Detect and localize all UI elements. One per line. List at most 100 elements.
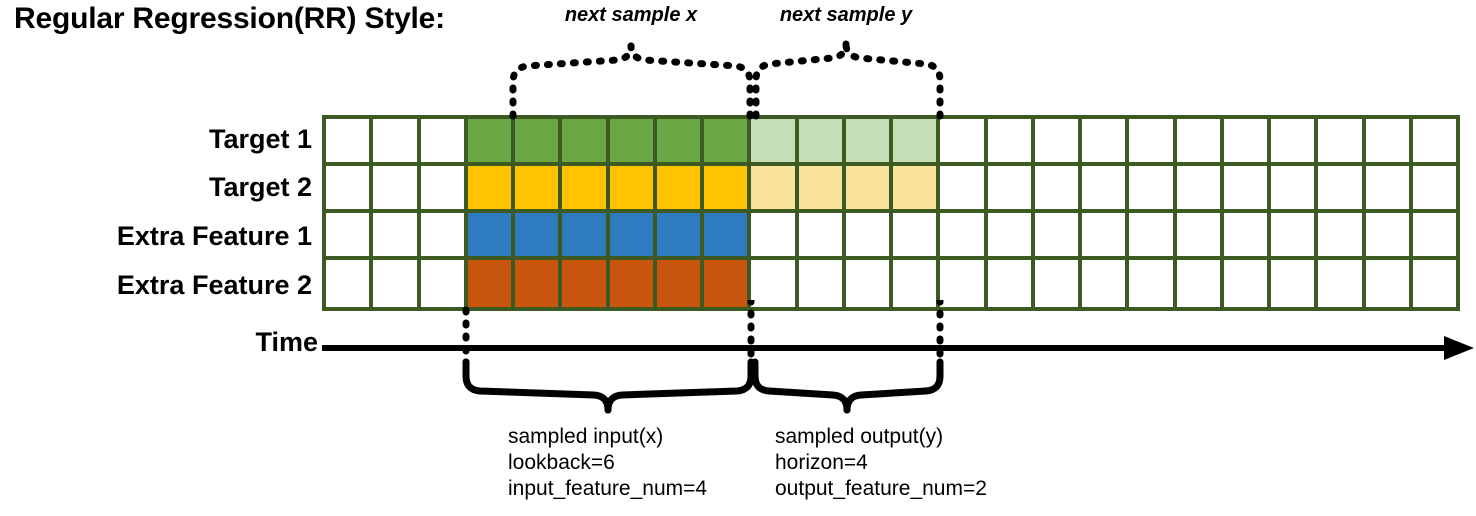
grid-cell — [467, 166, 515, 213]
grid-row — [326, 260, 1456, 307]
timeseries-grid — [322, 115, 1460, 311]
grid-cell — [940, 166, 988, 213]
grid-cell — [751, 213, 799, 260]
grid-cell — [1223, 119, 1271, 166]
grid-cell — [704, 213, 752, 260]
grid-cell — [515, 260, 563, 307]
grid-cell — [609, 260, 657, 307]
row-label-extra-feature-1: Extra Feature 1 — [116, 221, 312, 251]
next-sample-x-label: next sample x — [564, 4, 698, 26]
grid-cell — [1271, 213, 1319, 260]
brace-sampled-output — [751, 358, 851, 414]
brace-next-sample-y-left — [752, 40, 850, 120]
sampled-output-title: sampled output(y) — [775, 425, 944, 448]
grid-cell — [1129, 260, 1177, 307]
grid-cell — [1318, 213, 1366, 260]
grid-cell — [987, 166, 1035, 213]
grid-cell — [420, 166, 468, 213]
grid-cell — [515, 166, 563, 213]
grid-cell — [1176, 213, 1224, 260]
grid-cell — [1176, 260, 1224, 307]
sampled-output-caption: sampled output(y) horizon=4 output_featu… — [775, 424, 987, 502]
grid-cell — [420, 213, 468, 260]
grid-cell — [562, 119, 610, 166]
grid-cell — [1318, 166, 1366, 213]
grid-cell — [1129, 213, 1177, 260]
grid-cell — [1034, 213, 1082, 260]
grid-cell — [893, 166, 941, 213]
row-label-target-2: Target 2 — [208, 172, 312, 202]
sampled-input-lookback: lookback=6 — [508, 451, 615, 474]
sampled-input-title: sampled input(x) — [508, 425, 664, 448]
grid-row — [326, 119, 1456, 166]
grid-cell — [751, 119, 799, 166]
grid-cell — [845, 213, 893, 260]
grid-cell — [1271, 260, 1319, 307]
grid-cell — [987, 260, 1035, 307]
grid-cell — [1082, 260, 1130, 307]
grid-cell — [373, 260, 421, 307]
next-sample-y-label: next sample y — [779, 4, 913, 26]
grid-cell — [656, 213, 704, 260]
page-title: Regular Regression(RR) Style: — [14, 2, 445, 35]
sampled-output-horizon: horizon=4 — [775, 451, 868, 474]
grid-row — [326, 213, 1456, 260]
grid-cell — [1082, 213, 1130, 260]
grid-cell — [656, 260, 704, 307]
grid-cell — [1365, 260, 1413, 307]
grid-cell — [609, 213, 657, 260]
grid-cell — [373, 166, 421, 213]
grid-cell — [845, 119, 893, 166]
grid-cell — [1034, 119, 1082, 166]
grid-cell — [609, 166, 657, 213]
grid-cell — [373, 119, 421, 166]
grid-cell — [1412, 260, 1456, 307]
grid-cell — [515, 119, 563, 166]
grid-cell — [562, 166, 610, 213]
grid-cell — [326, 166, 374, 213]
grid-cell — [373, 213, 421, 260]
brace-sampled-output-right — [843, 358, 944, 414]
brace-next-sample-x-left — [509, 42, 635, 120]
grid-cell — [326, 119, 374, 166]
row-label-column: Target 1 Target 2 Extra Feature 1 Extra … — [40, 115, 312, 311]
grid-cell — [798, 213, 846, 260]
grid-cell — [1034, 166, 1082, 213]
grid-cell — [893, 213, 941, 260]
grid-cell — [1129, 119, 1177, 166]
grid-cell — [1318, 119, 1366, 166]
grid-cell — [1223, 166, 1271, 213]
time-axis-arrow — [322, 336, 1474, 360]
grid-cell — [940, 260, 988, 307]
top-brace-group — [509, 40, 944, 120]
grid-row — [326, 166, 1456, 213]
grid-cell — [609, 119, 657, 166]
grid-cell — [893, 119, 941, 166]
grid-cell — [1034, 260, 1082, 307]
grid-cell — [1365, 119, 1413, 166]
grid-cell — [1082, 166, 1130, 213]
grid-cell — [1223, 213, 1271, 260]
grid-cell — [845, 260, 893, 307]
grid-cell — [1365, 166, 1413, 213]
grid-cell — [1412, 166, 1456, 213]
grid-cell — [798, 166, 846, 213]
time-axis-label: Time — [255, 327, 318, 357]
grid-cell — [562, 260, 610, 307]
grid-cell — [562, 213, 610, 260]
grid-cell — [1176, 166, 1224, 213]
grid-cell — [798, 260, 846, 307]
grid-cell — [420, 260, 468, 307]
grid-cell — [987, 213, 1035, 260]
grid-cell — [1412, 119, 1456, 166]
row-label-target-1: Target 1 — [208, 124, 312, 154]
grid-cell — [987, 119, 1035, 166]
sampled-input-featurenum: input_feature_num=4 — [508, 477, 708, 500]
brace-next-sample-x-right — [627, 42, 754, 120]
grid-cell — [845, 166, 893, 213]
grid-cell — [467, 260, 515, 307]
grid-cell — [751, 166, 799, 213]
grid-cell — [656, 119, 704, 166]
grid-cell — [467, 119, 515, 166]
grid-cell — [751, 260, 799, 307]
